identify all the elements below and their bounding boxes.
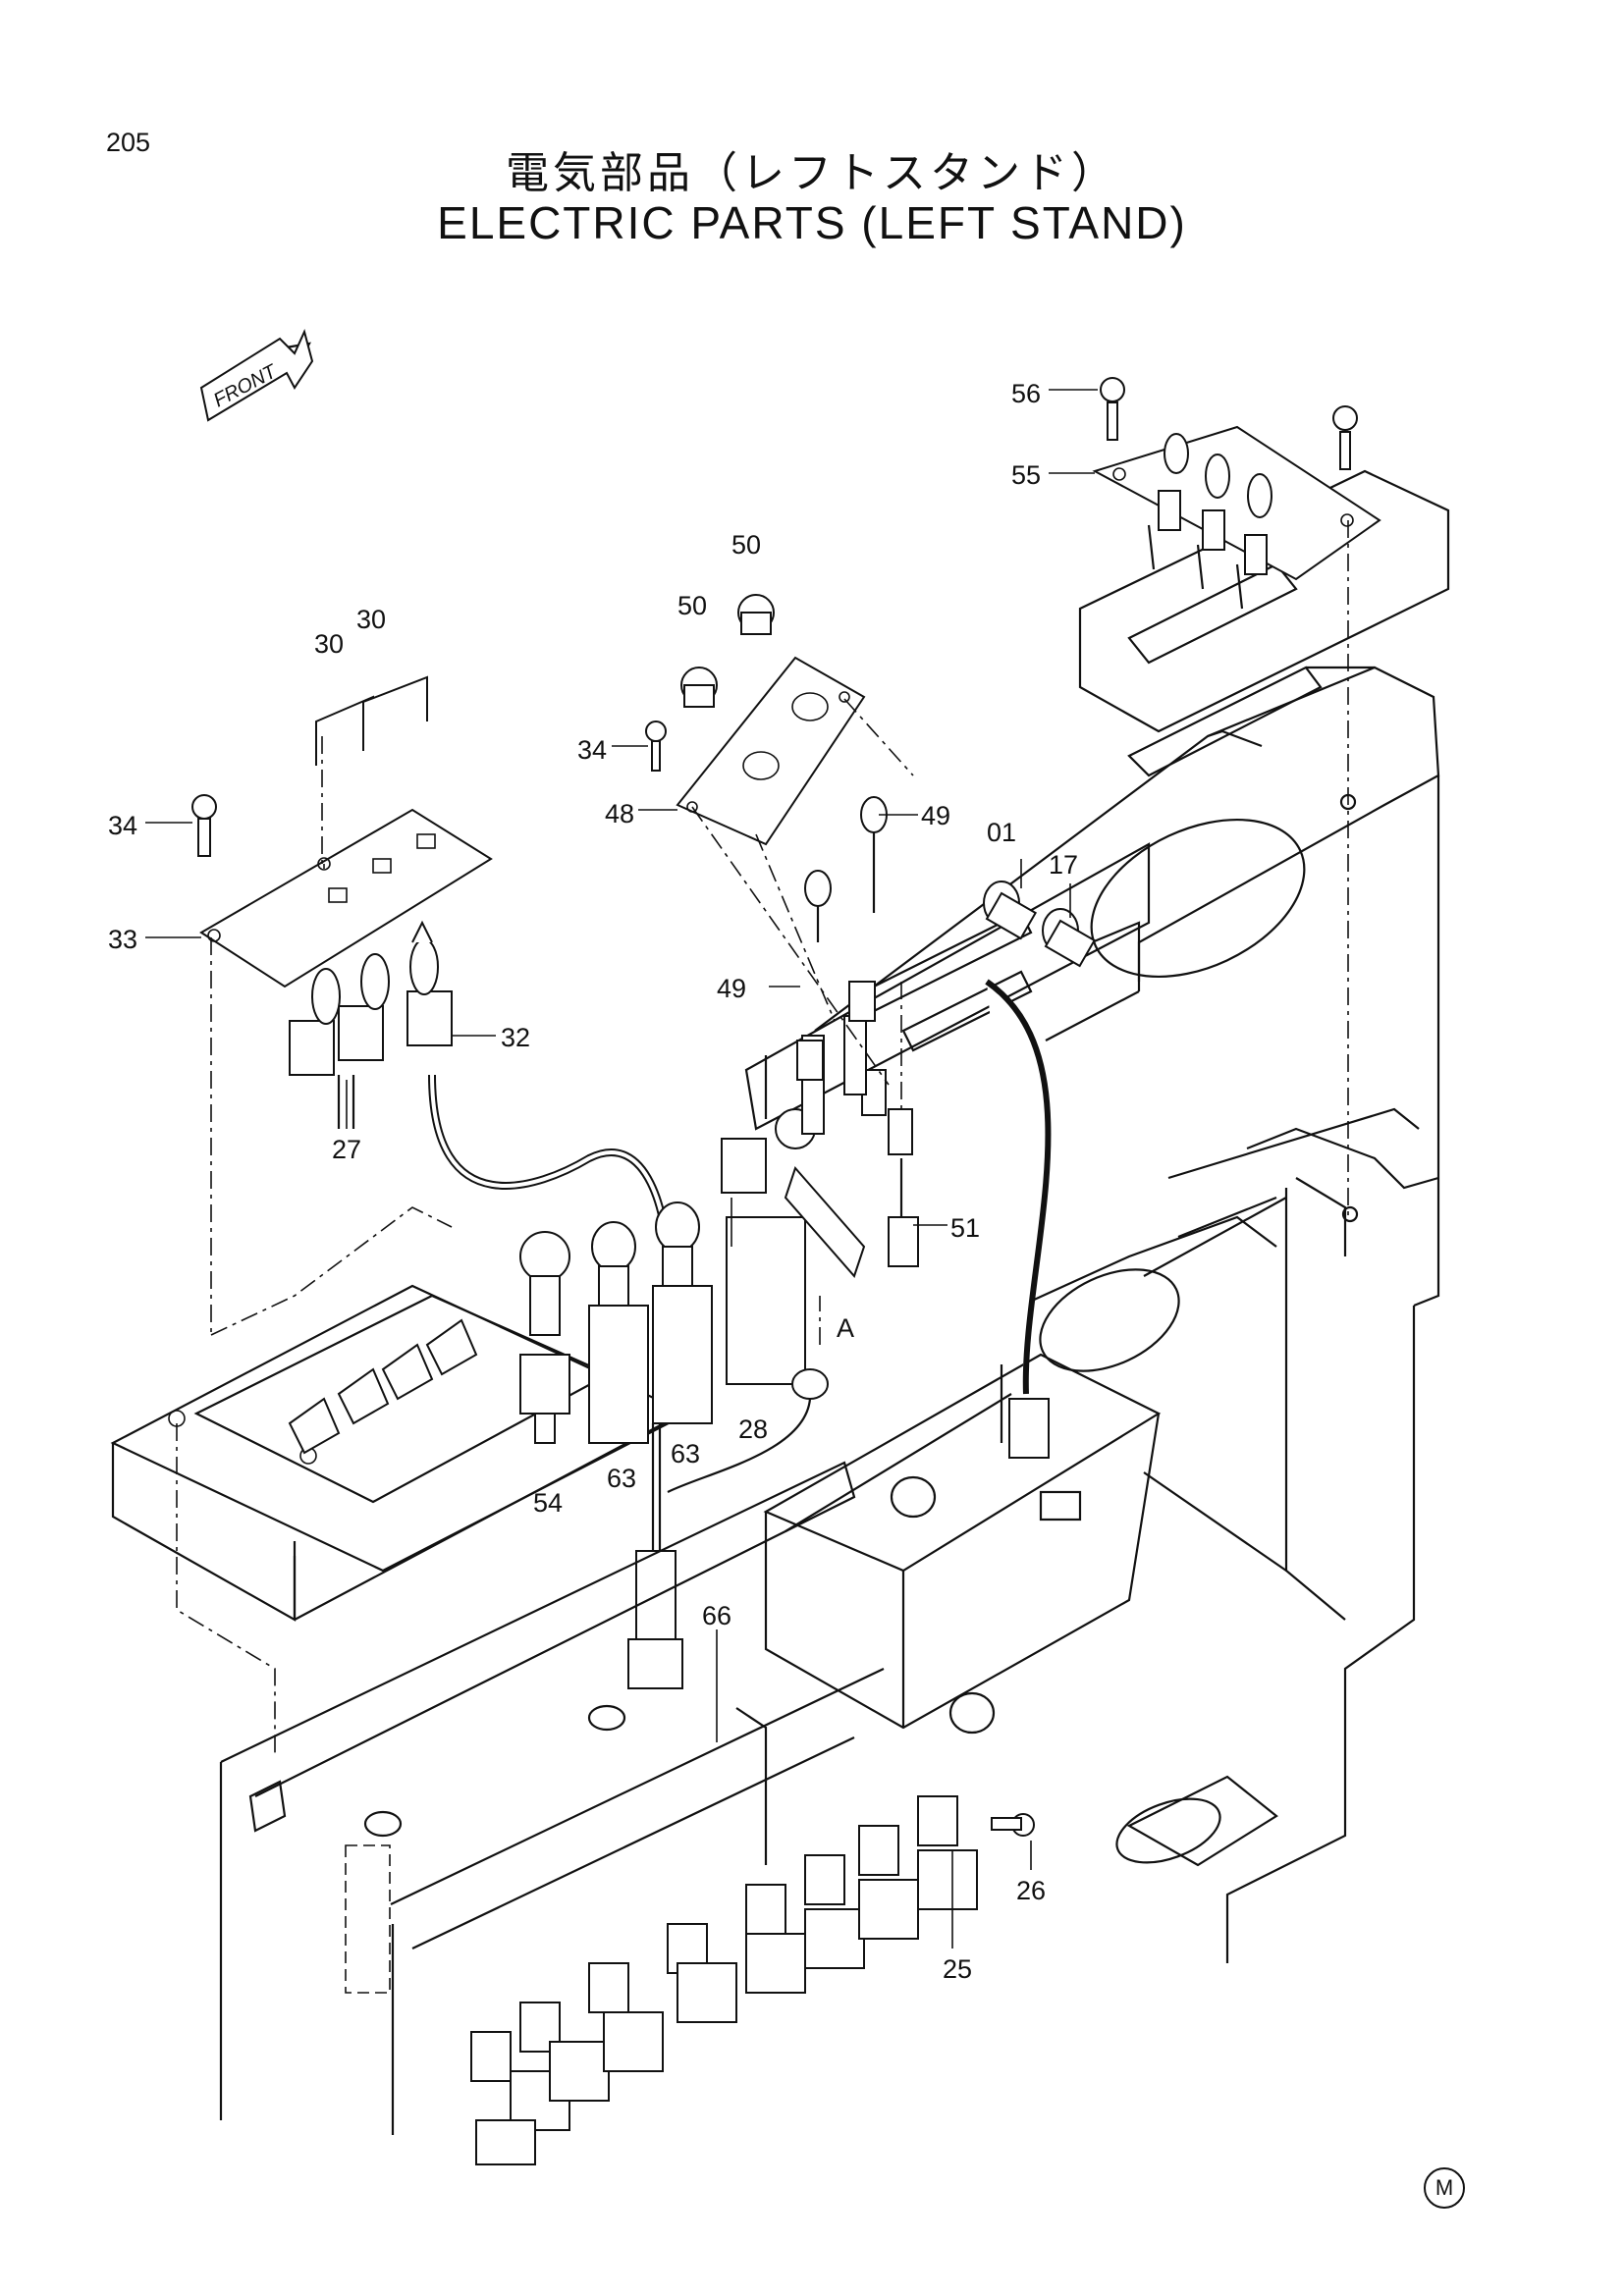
- top-switch-plate: [1078, 469, 1450, 1223]
- callout-66: 66: [702, 1601, 731, 1630]
- relay-rail: [219, 1461, 1035, 2165]
- callout-56: 56: [1011, 379, 1041, 408]
- switch-panel-55: [1092, 425, 1381, 610]
- callout-50-upper: 50: [731, 530, 761, 560]
- corner-mark: M: [1424, 2167, 1465, 2209]
- callout-32: 32: [501, 1023, 530, 1052]
- callout-30-right: 30: [356, 605, 386, 634]
- callout-48: 48: [605, 799, 634, 828]
- callout-30-left: 30: [314, 629, 344, 659]
- callout-a: A: [837, 1313, 854, 1343]
- title-japanese: 電気部品（レフトスタンド）: [506, 148, 1118, 198]
- callout-34-left: 34: [108, 811, 137, 840]
- callout-49-upper: 49: [921, 801, 950, 830]
- callout-54: 54: [533, 1488, 563, 1518]
- callout-28: 28: [738, 1415, 768, 1444]
- console-box: [110, 796, 1097, 1689]
- front-arrow-icon: FRONT: [199, 329, 314, 422]
- callout-leaders: [145, 389, 1098, 1949]
- reference-lines: [176, 520, 1349, 1757]
- title-english: ELECTRIC PARTS (LEFT STAND): [437, 197, 1187, 248]
- callout-25: 25: [943, 1954, 972, 1984]
- callout-labels: 56 55 50 50 30 30 34 48 49 01 17 34 33 4…: [108, 379, 1078, 1984]
- callout-63-left: 63: [607, 1464, 636, 1493]
- key-plate-48: [645, 594, 866, 846]
- callout-49-lower: 49: [717, 974, 746, 1003]
- screw-right: [1332, 405, 1358, 470]
- callout-51: 51: [950, 1213, 980, 1243]
- callout-33: 33: [108, 925, 137, 954]
- switch-plate-33: [191, 675, 672, 1267]
- callout-01: 01: [987, 818, 1016, 847]
- callout-17: 17: [1049, 850, 1078, 880]
- callout-63-right: 63: [671, 1439, 700, 1468]
- callout-34-upper: 34: [577, 735, 607, 765]
- callout-50-lower: 50: [677, 591, 707, 620]
- callout-26: 26: [1016, 1876, 1046, 1905]
- callout-27: 27: [332, 1135, 361, 1164]
- screw-56: [1100, 377, 1125, 441]
- callout-55: 55: [1011, 460, 1041, 490]
- page-number: 205: [106, 128, 151, 157]
